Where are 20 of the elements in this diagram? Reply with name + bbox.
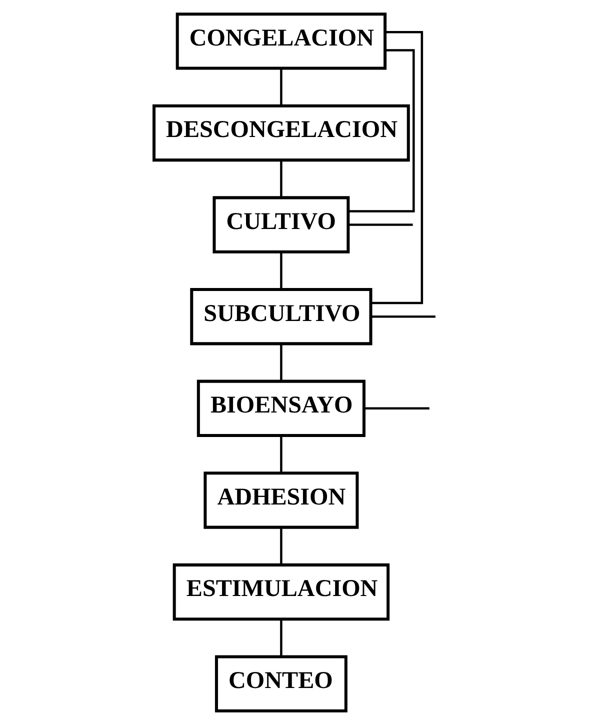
node-box: BIOENSAYO (196, 380, 366, 437)
connector (280, 436, 282, 473)
connector (280, 252, 282, 290)
connector (280, 620, 282, 656)
node-box: DESCONGELACION (152, 104, 410, 162)
connector (371, 31, 424, 304)
connector (280, 160, 282, 198)
node-box: CULTIVO (212, 196, 350, 254)
connector (280, 528, 282, 564)
connector (370, 315, 436, 318)
node-box: ESTIMULACION (172, 563, 390, 621)
node-box: CONGELACION (176, 12, 387, 70)
node-box: CONTEO (214, 655, 348, 712)
connector (348, 224, 413, 226)
connector (280, 68, 282, 106)
connector (348, 49, 415, 212)
node-box: SUBCULTIVO (190, 288, 372, 346)
connector (364, 407, 430, 410)
node-box: ADHESION (204, 472, 359, 529)
connector (280, 344, 282, 381)
